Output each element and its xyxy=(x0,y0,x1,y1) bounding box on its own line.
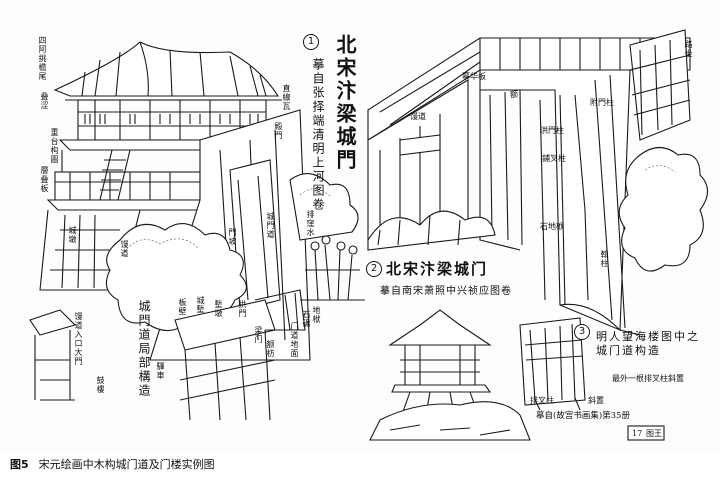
label-c2: 城塹 xyxy=(196,296,205,314)
panel-2-title: 北宋汴梁城门 xyxy=(386,260,489,278)
label-four-corner: 四阿挑檐尾 xyxy=(38,36,47,81)
label-c6: 额枋 xyxy=(266,340,275,358)
label-walkway-entry: 馒道入口大門 xyxy=(74,312,83,366)
label-p2-g: 石地栿 xyxy=(540,222,564,231)
panel-3-subtitle: 最外一根排叉柱斜置 xyxy=(612,374,684,383)
label-c5: 梁门 xyxy=(254,326,263,344)
label-p2-h: 翰柱 xyxy=(600,250,609,268)
label-c10: 驛車 xyxy=(156,362,165,380)
label-drum: 鼓樓 xyxy=(96,376,105,394)
figure-caption: 图5 宋元绘画中木构城门道及门楼实例图 xyxy=(10,456,215,472)
label-section: 城門道局部構造 xyxy=(137,300,151,398)
line-drawing xyxy=(29,29,709,441)
label-c9: 门道地面 xyxy=(290,322,299,358)
label-walkway: 馒道 xyxy=(120,240,129,258)
label-wall-dripping: 直線瓦 xyxy=(282,84,291,111)
label-p2-f: 鋪叉柱 xyxy=(542,154,566,163)
label-p2-b: 馒道 xyxy=(410,112,426,121)
label-p3-b: 斜置 xyxy=(588,396,604,405)
label-p2-d: 附門柱 xyxy=(590,98,614,107)
panel-2-number: 2 xyxy=(366,261,382,277)
label-c8: 地栿 xyxy=(312,306,321,324)
label-pingzuo: 重台构圖 xyxy=(50,128,59,164)
panel-3-number: 3 xyxy=(574,324,590,340)
label-pillar: 殿門 xyxy=(274,122,283,140)
label-waterway: 排窪水 xyxy=(306,210,315,237)
panel-3-source: 摹自(故宫书画集)第35册 xyxy=(536,411,630,421)
plate-stamp: 图王 xyxy=(646,429,662,438)
panel-1-title: 北宋汴梁城門 xyxy=(333,34,357,172)
label-ramp: 城墩 xyxy=(68,226,77,244)
label-c7: 石碾 xyxy=(302,310,311,328)
label-p3-a: 排叉柱 xyxy=(530,396,554,405)
figure-caption-text: 宋元绘画中木构城门道及门楼实例图 xyxy=(38,458,215,471)
panel-1-subtitle: 摹自张择端清明上河图卷 xyxy=(311,58,325,212)
label-c1: 板壁 xyxy=(178,298,187,316)
label-gate-roof: 城門道 xyxy=(266,212,275,239)
label-p2-e: 洪門柱 xyxy=(540,126,564,135)
panel-1-number: 1 xyxy=(303,34,319,50)
label-p2-i: 路坐 xyxy=(684,40,693,58)
plate-stamp-number: 17 xyxy=(632,429,643,438)
panel-3-title: 明人望海楼图中之城门道构造 xyxy=(596,330,700,357)
label-p2-a: 摹华板 xyxy=(462,72,486,81)
label-cattle: 門坡 xyxy=(228,228,237,246)
panel-2-subtitle: 摹自南宋萧照中兴祯应图卷 xyxy=(380,286,512,297)
label-beam: 層叠板 xyxy=(40,166,49,193)
figure-number: 图5 xyxy=(10,458,29,471)
label-c4: 拱門 xyxy=(238,300,247,318)
illustration-plate: 1 北宋汴梁城門 摹自张择端清明上河图卷 四阿挑檐尾 直線瓦 叠涩 重台构圖 層… xyxy=(29,29,709,441)
label-c3: 塹墩 xyxy=(214,300,223,318)
label-parapet: 叠涩 xyxy=(40,92,49,110)
label-p2-c: 额 xyxy=(510,90,518,99)
